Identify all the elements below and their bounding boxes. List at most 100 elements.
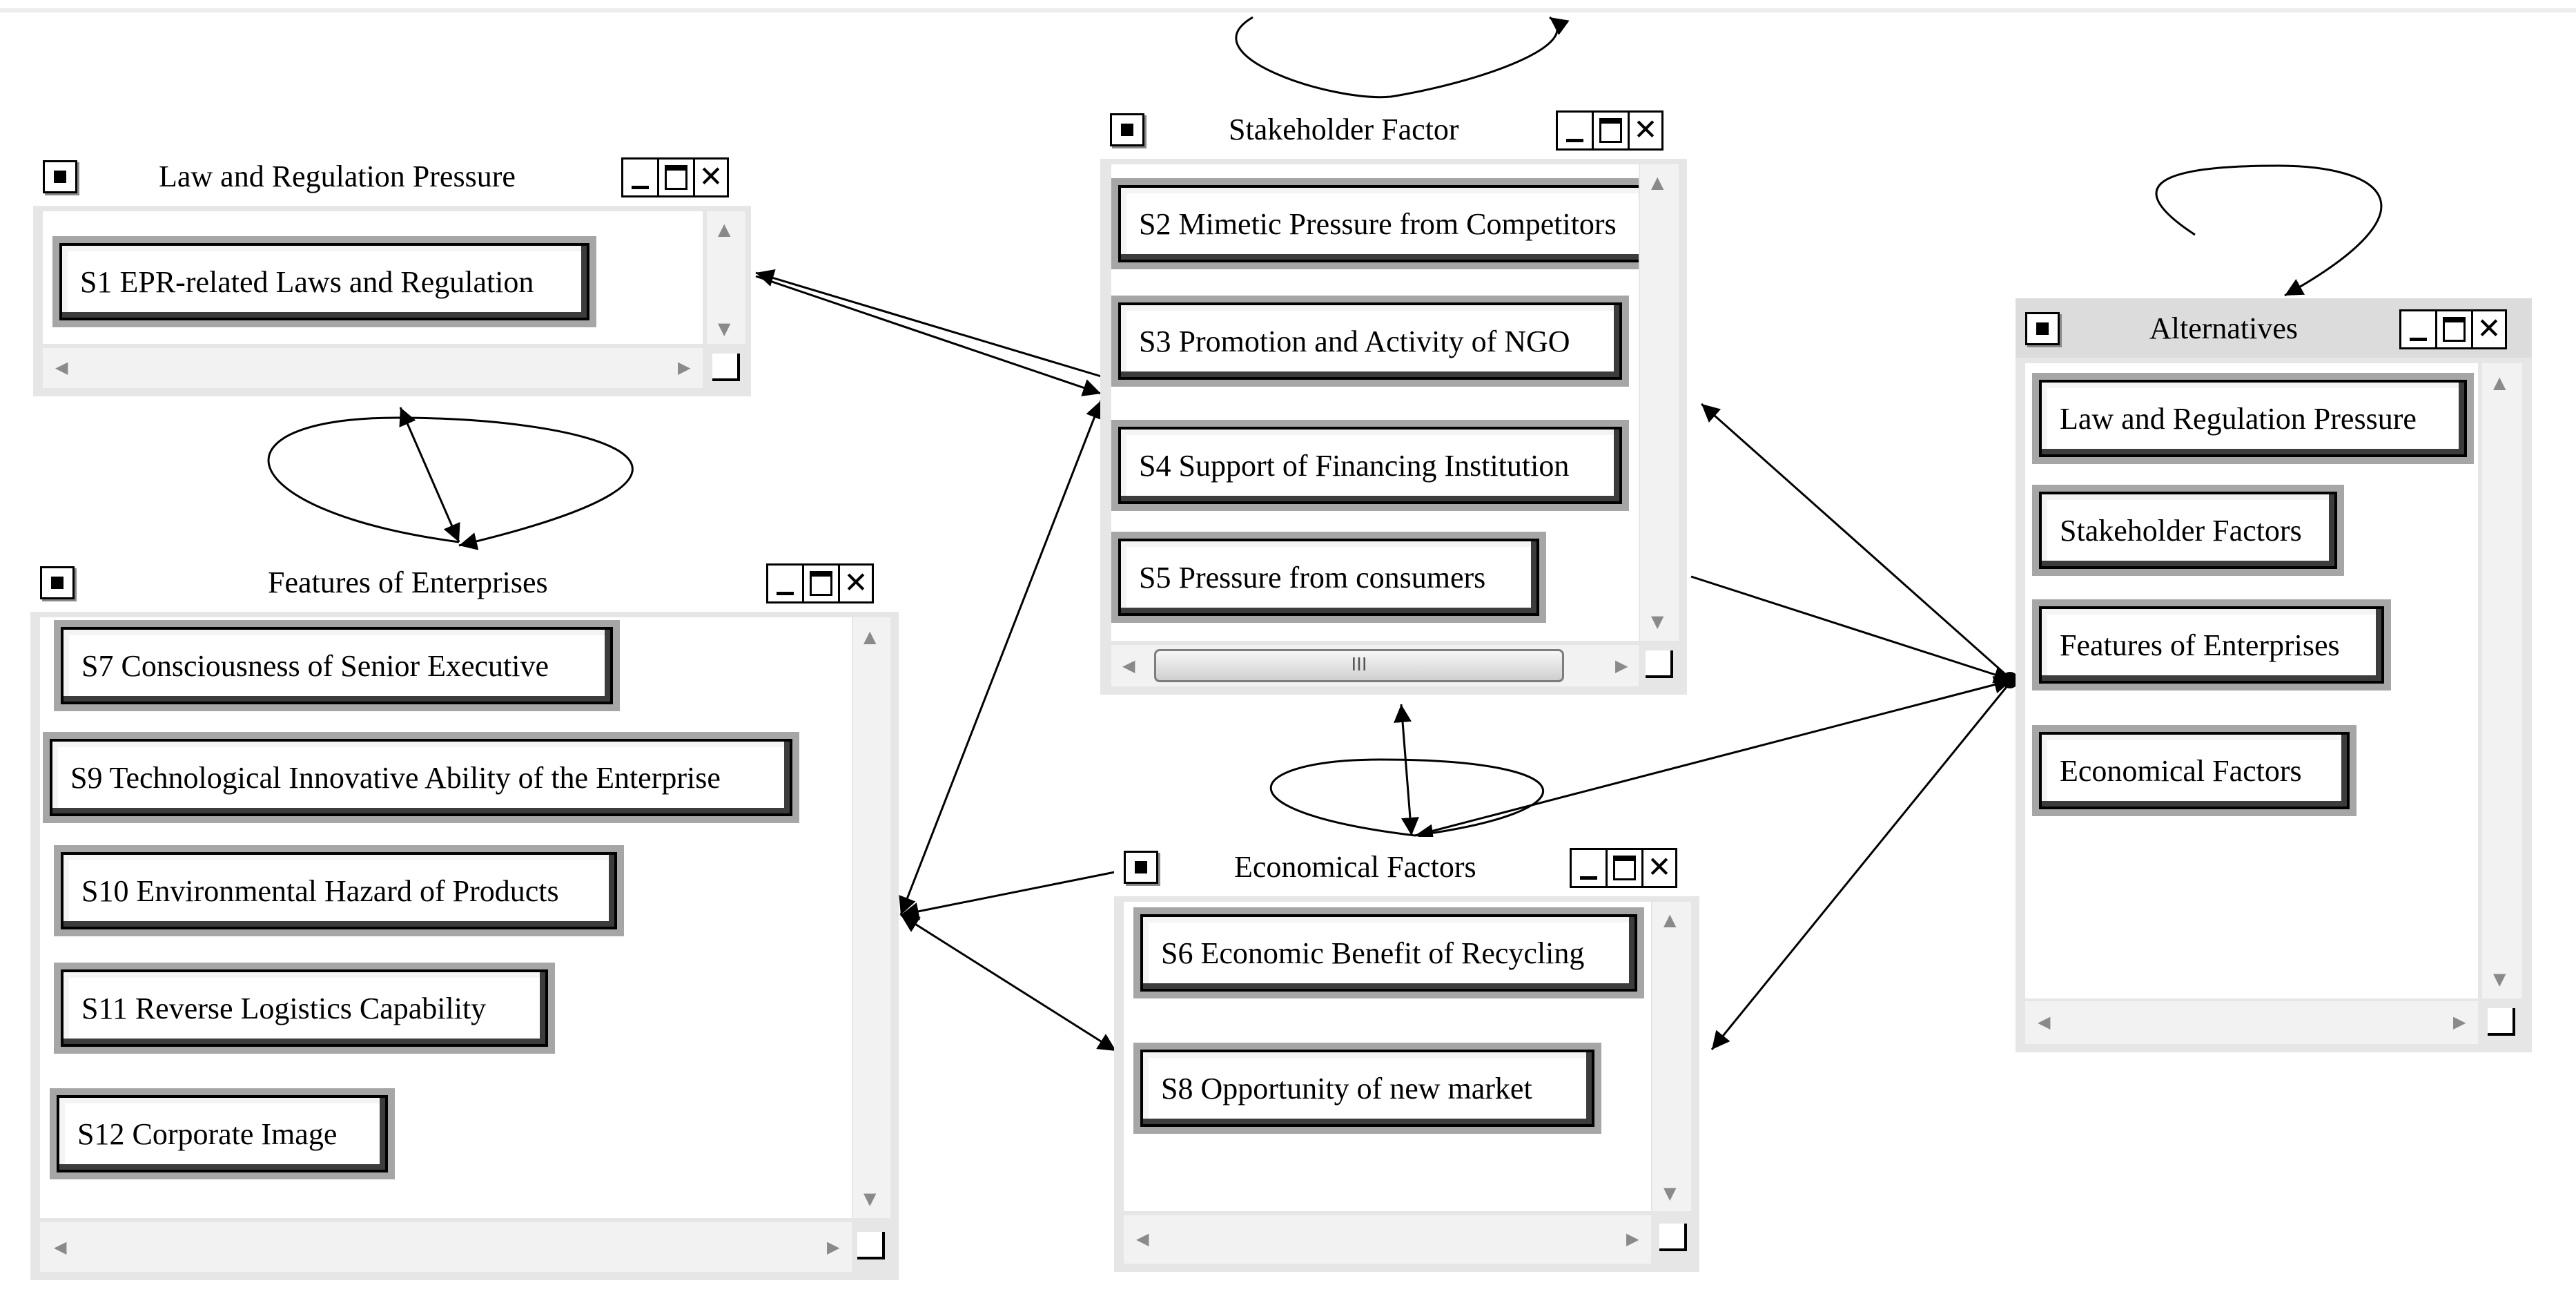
titlebar[interactable]: Economical Factors <box>1114 837 1699 896</box>
node-alt-law[interactable]: Law and Regulation Pressure <box>2032 373 2474 464</box>
node-label: Law and Regulation Pressure <box>2039 380 2467 457</box>
cluster-stakeholder[interactable]: Stakeholder Factor S2 Mimetic Pressure f… <box>1100 99 1687 695</box>
scroll-left-icon[interactable]: ◀ <box>55 358 68 377</box>
cluster-features[interactable]: Features of Enterprises S7 Consciousness… <box>30 552 899 1280</box>
horizontal-scrollbar[interactable]: ◀ ▶ <box>40 1222 852 1272</box>
close-icon[interactable] <box>838 563 874 603</box>
vertical-scrollbar[interactable]: ▲ ▼ <box>1640 164 1679 641</box>
scroll-right-icon[interactable]: ▶ <box>2453 1012 2466 1032</box>
node-s9[interactable]: S9 Technological Innovative Ability of t… <box>43 732 799 823</box>
horizontal-scrollbar[interactable]: ◀ III ▶ <box>1111 645 1639 686</box>
node-s11[interactable]: S11 Reverse Logistics Capability <box>54 963 555 1054</box>
close-icon[interactable] <box>2471 309 2507 349</box>
loop-features <box>267 416 634 550</box>
scroll-left-icon[interactable]: ◀ <box>1136 1229 1149 1248</box>
node-s6[interactable]: S6 Economic Benefit of Recycling <box>1133 907 1644 998</box>
node-s2[interactable]: S2 Mimetic Pressure from Competitors <box>1111 178 1639 269</box>
cluster-title: Economical Factors <box>1234 850 1476 884</box>
scroll-down-icon[interactable]: ▼ <box>863 1189 877 1208</box>
minimize-icon[interactable] <box>1556 110 1592 151</box>
system-menu-icon[interactable] <box>1110 113 1144 146</box>
node-s8[interactable]: S8 Opportunity of new market <box>1133 1043 1601 1134</box>
maximize-icon[interactable] <box>802 563 838 603</box>
vertical-scrollbar[interactable]: ▲ ▼ <box>853 617 890 1218</box>
node-s7[interactable]: S7 Consciousness of Senior Executive <box>54 620 620 711</box>
scroll-up-icon[interactable]: ▲ <box>1651 173 1664 192</box>
node-s4[interactable]: S4 Support of Financing Institution <box>1111 420 1629 511</box>
close-icon[interactable] <box>693 157 729 197</box>
scroll-up-icon[interactable]: ▲ <box>1663 910 1677 929</box>
cluster-law-regulation[interactable]: Law and Regulation Pressure S1 EPR-relat… <box>33 146 751 396</box>
link-stakeholder-features <box>899 400 1103 916</box>
horizontal-scrollbar[interactable]: ◀ ▶ <box>2025 1001 2478 1044</box>
scroll-down-icon[interactable]: ▼ <box>2493 969 2506 989</box>
system-menu-icon[interactable] <box>43 160 77 193</box>
vertical-scrollbar[interactable]: ▲ ▼ <box>707 211 745 344</box>
vertical-scrollbar[interactable]: ▲ ▼ <box>1652 902 1691 1211</box>
node-list: S6 Economic Benefit of Recycling S8 Oppo… <box>1124 902 1651 1211</box>
scroll-down-icon[interactable]: ▼ <box>1651 612 1664 631</box>
resize-grip[interactable] <box>1659 1224 1687 1251</box>
scroll-up-icon[interactable]: ▲ <box>863 627 877 646</box>
titlebar[interactable]: Stakeholder Factor <box>1100 99 1687 159</box>
node-label: S3 Promotion and Activity of NGO <box>1118 302 1622 380</box>
link-economical-features <box>900 870 1119 920</box>
scroll-down-icon[interactable]: ▼ <box>718 319 731 338</box>
resize-grip[interactable] <box>2488 1008 2515 1036</box>
node-list: S7 Consciousness of Senior Executive S9 … <box>40 617 852 1218</box>
cluster-economical[interactable]: Economical Factors S6 Economic Benefit o… <box>1114 837 1699 1272</box>
top-divider <box>0 8 2576 12</box>
scroll-right-icon[interactable]: ▶ <box>1615 656 1628 675</box>
node-s10[interactable]: S10 Environmental Hazard of Products <box>54 845 624 936</box>
node-s1[interactable]: S1 EPR-related Laws and Regulation <box>52 236 596 327</box>
scroll-left-icon[interactable]: ◀ <box>54 1237 67 1257</box>
scroll-left-icon[interactable]: ◀ <box>2038 1012 2051 1032</box>
system-menu-icon[interactable] <box>2025 312 2060 345</box>
scroll-left-icon[interactable]: ◀ <box>1122 656 1135 675</box>
node-alt-stakeholder[interactable]: Stakeholder Factors <box>2032 485 2344 576</box>
minimize-icon[interactable] <box>766 563 802 603</box>
node-label: S9 Technological Innovative Ability of t… <box>50 739 792 816</box>
alternatives-connector-dot <box>2002 672 2018 688</box>
node-alt-economical[interactable]: Economical Factors <box>2032 725 2357 816</box>
node-alt-features[interactable]: Features of Enterprises <box>2032 599 2391 691</box>
node-label: Stakeholder Factors <box>2039 492 2337 569</box>
horizontal-scrollbar[interactable]: ◀ ▶ <box>43 348 703 388</box>
titlebar[interactable]: Law and Regulation Pressure <box>33 146 751 206</box>
titlebar[interactable]: Alternatives <box>2016 298 2532 358</box>
maximize-icon[interactable] <box>2435 309 2471 349</box>
scroll-down-icon[interactable]: ▼ <box>1663 1184 1677 1203</box>
close-icon[interactable] <box>1628 110 1663 151</box>
node-s3[interactable]: S3 Promotion and Activity of NGO <box>1111 296 1629 387</box>
scroll-right-icon[interactable]: ▶ <box>1626 1229 1639 1248</box>
vertical-scrollbar[interactable]: ▲ ▼ <box>2482 363 2522 998</box>
node-s12[interactable]: S12 Corporate Image <box>50 1088 395 1179</box>
horizontal-scrollbar[interactable]: ◀ ▶ <box>1124 1215 1651 1264</box>
system-menu-icon[interactable] <box>1124 851 1158 884</box>
resize-grip[interactable] <box>857 1232 885 1259</box>
scroll-right-icon[interactable]: ▶ <box>678 358 691 377</box>
link-alternatives-economical <box>1710 679 2013 1050</box>
system-menu-icon[interactable] <box>40 566 75 599</box>
resize-grip[interactable] <box>712 354 740 381</box>
scroll-up-icon[interactable]: ▲ <box>718 220 731 239</box>
maximize-icon[interactable] <box>1606 848 1641 888</box>
titlebar[interactable]: Features of Enterprises <box>30 552 899 612</box>
node-list: S2 Mimetic Pressure from Competitors S3 … <box>1111 164 1639 641</box>
scroll-up-icon[interactable]: ▲ <box>2493 373 2506 392</box>
scroll-right-icon[interactable]: ▶ <box>827 1237 840 1257</box>
close-icon[interactable] <box>1641 848 1677 888</box>
node-label: S10 Environmental Hazard of Products <box>61 852 617 929</box>
link-law-features <box>399 407 460 543</box>
maximize-icon[interactable] <box>1592 110 1628 151</box>
node-s5[interactable]: S5 Pressure from consumers <box>1111 532 1546 623</box>
minimize-icon[interactable] <box>621 157 657 197</box>
minimize-icon[interactable] <box>2399 309 2435 349</box>
maximize-icon[interactable] <box>657 157 693 197</box>
cluster-alternatives[interactable]: Alternatives Law and Regulation Pressure… <box>2016 298 2532 1052</box>
scroll-thumb[interactable]: III <box>1154 649 1564 682</box>
minimize-icon[interactable] <box>1570 848 1606 888</box>
link-stakeholder-law-a <box>755 269 1102 378</box>
resize-grip[interactable] <box>1646 650 1673 678</box>
